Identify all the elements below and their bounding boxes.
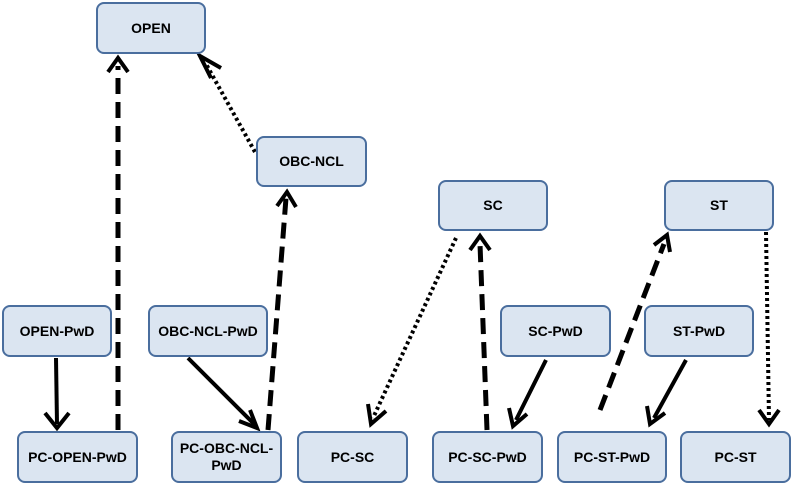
arrow-sc-pwd-to-pc-sc-pwd: [507, 359, 548, 430]
arrow-pc-obc-ncl-pwd-to-obc-ncl: [265, 188, 298, 431]
arrow-sc-to-pc-sc: [366, 237, 458, 428]
arrow-st-pwd-to-pc-st-pwd: [645, 359, 688, 428]
arrow-st-to-pc-st: [757, 231, 781, 428]
node-pc-sc-pwd: PC-SC-PwD: [432, 431, 543, 483]
node-st-label: ST: [710, 197, 728, 213]
node-st-pwd-label: ST-PwD: [672, 322, 726, 339]
node-pc-sc-pwd-label: PC-SC-PwD: [448, 448, 527, 465]
node-sc: SC: [438, 180, 548, 231]
arrow-pc-open-pwd-to-open: [106, 54, 130, 430]
node-obc-ncl-pwd: OBC-NCL-PwD: [148, 305, 268, 357]
node-pc-open-pwd: PC-OPEN-PwD: [17, 431, 138, 483]
node-sc-pwd-label: SC-PwD: [528, 322, 583, 339]
node-open-pwd: OPEN-PwD: [2, 305, 112, 357]
node-open: OPEN: [96, 2, 206, 54]
node-pc-obc-ncl-pwd-label-line1: PC-OBC-NCL-: [179, 440, 274, 456]
node-pc-obc-ncl-pwd: PC-OBC-NCL- PwD: [171, 431, 282, 483]
node-pc-st-label: PC-ST: [714, 448, 757, 465]
node-obc-ncl: OBC-NCL: [256, 136, 367, 187]
arrow-obc-ncl-to-open: [195, 50, 257, 153]
node-obc-ncl-label: OBC-NCL: [279, 153, 344, 169]
node-pc-st-pwd-label: PC-ST-PwD: [573, 448, 651, 465]
node-open-pwd-label: OPEN-PwD: [19, 322, 95, 339]
node-st: ST: [664, 180, 774, 231]
node-pc-open-pwd-label: PC-OPEN-PwD: [28, 448, 127, 465]
node-pc-st-pwd: PC-ST-PwD: [557, 431, 667, 483]
node-st-pwd: ST-PwD: [644, 305, 754, 357]
node-sc-pwd: SC-PwD: [500, 305, 611, 357]
node-pc-obc-ncl-pwd-label-line2: PwD: [211, 457, 242, 473]
arrow-open-pwd-to-pc-open-pwd: [43, 357, 71, 432]
arrow-pc-sc-pwd-to-sc: [468, 232, 492, 431]
node-obc-ncl-pwd-label: OBC-NCL-PwD: [158, 322, 258, 339]
node-sc-label: SC: [483, 197, 503, 213]
node-pc-st: PC-ST: [680, 431, 791, 483]
node-pc-sc-label: PC-SC: [330, 448, 375, 465]
node-open-label: OPEN: [131, 19, 171, 36]
arrow-pc-st-pwd-to-st: [597, 231, 672, 411]
arrow-obc-ncl-pwd-to-pc-obc-ncl-pwd: [186, 356, 261, 432]
node-pc-sc: PC-SC: [297, 431, 408, 483]
